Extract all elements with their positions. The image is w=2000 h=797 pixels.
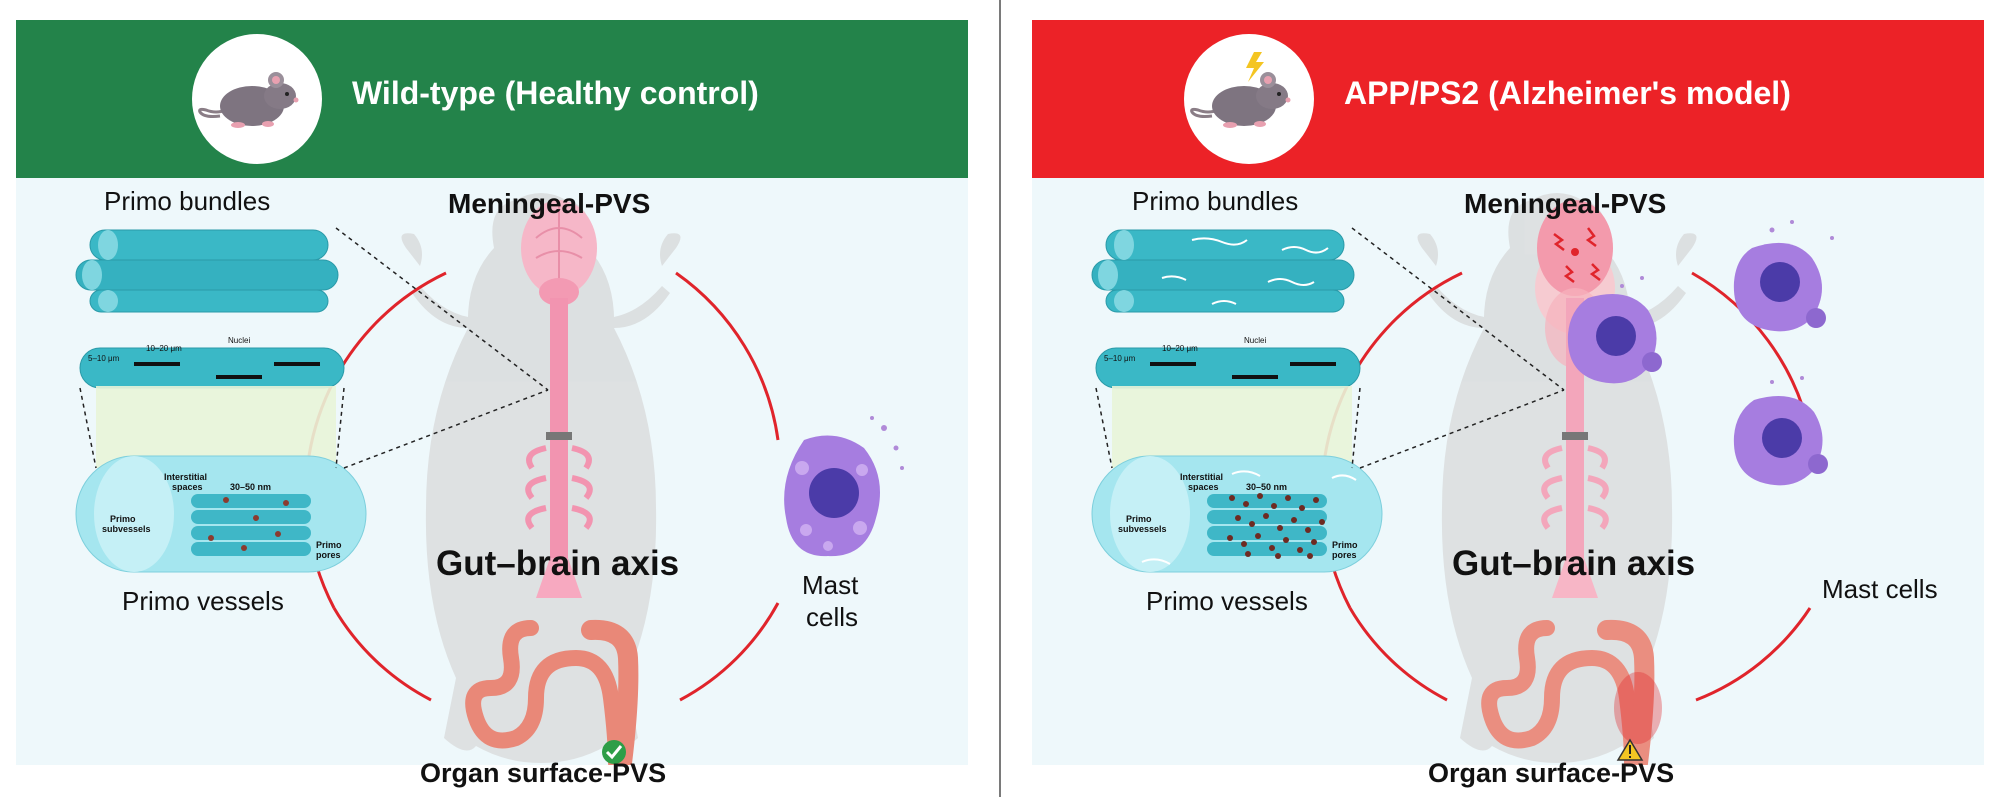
- mouse-icon: [1190, 52, 1291, 128]
- spaces-label: spaces: [172, 482, 203, 492]
- nuclei-label: Nuclei: [228, 336, 251, 345]
- primo-vessel-graphic: [75, 455, 367, 573]
- interstitial-label: Interstitial: [1180, 472, 1224, 482]
- mast-cell: [1567, 294, 1662, 384]
- primo-bundles-label: Primo bundles: [1132, 186, 1299, 216]
- primo-bundles-label: Primo bundles: [104, 186, 271, 216]
- inflammation-glow: [1614, 672, 1662, 744]
- mast-cells-cluster: [1567, 220, 1834, 486]
- subvessels-label-2: subvessels: [1118, 524, 1167, 534]
- panel-title: Wild-type (Healthy control): [352, 75, 759, 111]
- mast-cell: [784, 416, 904, 557]
- nm-label: 30–50 nm: [230, 482, 272, 492]
- mast-cell: [1733, 242, 1826, 332]
- dim-large-label: 10–20 μm: [146, 344, 182, 353]
- panel-banner: APP/PS2 (Alzheimer's model): [1032, 20, 1984, 178]
- diagram-graphics: [1091, 193, 1834, 765]
- mouse-avatar: [1184, 34, 1314, 164]
- nm-label: 30–50 nm: [1246, 482, 1288, 492]
- diagram-area: Primo bundles Meningeal-PVS 5–10 μm 10–2…: [16, 178, 968, 788]
- panel-banner: Wild-type (Healthy control): [16, 20, 968, 178]
- mast-cell: [1733, 396, 1828, 486]
- connector-lines: [79, 227, 549, 469]
- check-icon: [602, 740, 626, 764]
- mast-cells-label: Mast cells: [1822, 574, 1938, 604]
- wild-type-panel: Wild-type (Healthy control): [16, 20, 968, 788]
- dim-small-label: 5–10 μm: [1104, 354, 1136, 363]
- pores-label-2: pores: [1332, 550, 1357, 560]
- pores-label-1: Primo: [316, 540, 342, 550]
- primo-vessels-label: Primo vessels: [1146, 586, 1308, 616]
- gut-brain-label: Gut–brain axis: [1452, 544, 1696, 583]
- organ-surface-label: Organ surface-PVS: [1428, 758, 1675, 788]
- brain-spine: [521, 200, 597, 598]
- connector-lines: [1095, 227, 1565, 469]
- organ-surface-label: Organ surface-PVS: [420, 758, 667, 788]
- mouse-avatar: [192, 34, 322, 164]
- spaces-label: spaces: [1188, 482, 1219, 492]
- mouse-icon: [198, 72, 299, 128]
- alzheimer-panel: APP/PS2 (Alzheimer's model): [1032, 20, 1984, 788]
- mast-cells-label-1: Mast: [802, 570, 859, 600]
- lightning-icon: [1553, 227, 1601, 283]
- interstitial-label: Interstitial: [164, 472, 208, 482]
- diagram-graphics: [75, 193, 904, 765]
- subvessels-label-1: Primo: [110, 514, 136, 524]
- nuclei-label: Nuclei: [1244, 336, 1267, 345]
- pores-label-2: pores: [316, 550, 341, 560]
- warning-icon: [1616, 738, 1644, 761]
- dim-large-label: 10–20 μm: [1162, 344, 1198, 353]
- subvessels-label-1: Primo: [1126, 514, 1152, 524]
- meningeal-label: Meningeal-PVS: [1464, 188, 1667, 219]
- mast-cells-label-2: cells: [806, 602, 859, 632]
- gut-intestine: [1481, 619, 1655, 765]
- gut-brain-label: Gut–brain axis: [436, 544, 680, 583]
- panel-divider: [999, 0, 1001, 797]
- meningeal-label: Meningeal-PVS: [448, 188, 651, 219]
- primo-bundles-graphic: [1091, 229, 1361, 468]
- subvessels-label-2: subvessels: [102, 524, 151, 534]
- panel-title: APP/PS2 (Alzheimer's model): [1344, 75, 1791, 111]
- gut-intestine: [465, 619, 639, 765]
- primo-vessel-graphic: [1091, 455, 1383, 573]
- diagram-area: Primo bundles Meningeal-PVS 5–10 μm 10–2…: [1032, 178, 1984, 788]
- lightning-icon: [1246, 52, 1264, 82]
- primo-vessels-label: Primo vessels: [122, 586, 284, 616]
- primo-bundles-graphic: [75, 229, 345, 468]
- dim-small-label: 5–10 μm: [88, 354, 120, 363]
- pores-label-1: Primo: [1332, 540, 1358, 550]
